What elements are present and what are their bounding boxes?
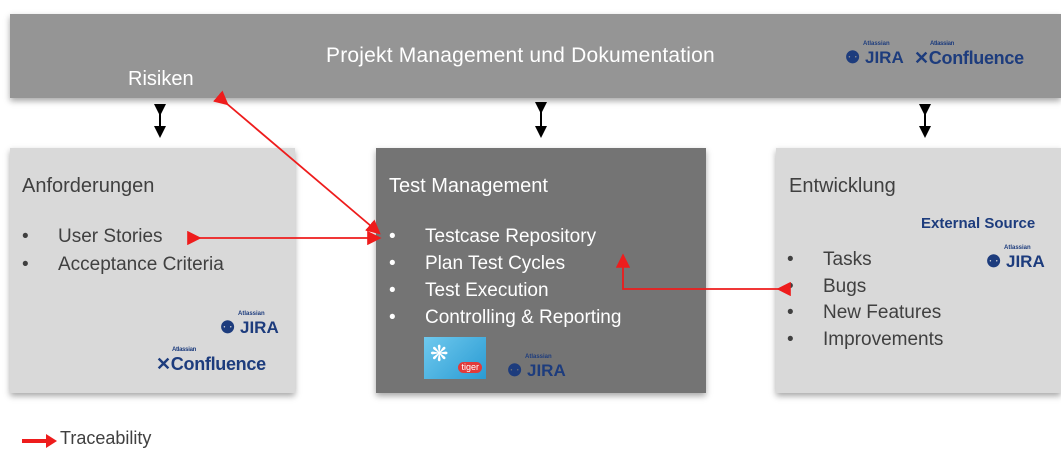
anforderungen-title: Anforderungen [22,175,155,197]
atlassian-label: Atlassian [863,41,890,47]
external-source-label: External Source [921,215,1036,232]
list-item-label: User Stories [58,226,163,247]
atlassian-label: Atlassian [238,311,265,317]
list-item-label: New Features [823,302,942,323]
jira-logo-anforderungen: Atlassian ⚉ JIRA [220,311,279,338]
atlassian-label: Atlassian [930,41,954,47]
top-band [10,14,1061,98]
top-band-title: Projekt Management und Dokumentation [326,44,715,67]
test-management-title: Test Management [389,175,548,197]
jira-label: JIRA [239,318,279,337]
list-item-label: Testcase Repository [425,226,597,247]
legend-label: Traceability [60,428,152,448]
trace-bugs-testcycles [615,253,791,297]
trace-risiken-testcase [213,90,381,235]
bullet: • [22,226,29,247]
confluence-icon: ✕ [914,48,929,68]
jira-label: JIRA [526,361,566,380]
bullet: • [389,280,396,301]
list-item-label: Plan Test Cycles [425,253,566,274]
jira-label: JIRA [864,48,904,67]
confluence-logo-top: Atlassian ✕Confluence [914,41,1024,69]
list-item-label: Test Execution [425,280,549,301]
confluence-logo-anforderungen: Atlassian ✕Confluence [156,347,266,375]
confluence-label: Confluence [170,354,266,374]
tiger-label: tiger [458,362,482,373]
jira-icon: ⚉ [986,252,1002,271]
list-item-label: Improvements [823,329,944,350]
list-item-label: Bugs [823,276,867,297]
tiger-icon: ❋ [430,341,449,366]
atlassian-label: Atlassian [172,347,196,353]
bullet: • [389,253,396,274]
bullet: • [389,307,396,328]
bullet: • [389,226,396,247]
jira-icon: ⚉ [220,318,236,337]
entwicklung-title: Entwicklung [789,175,896,197]
atlassian-label: Atlassian [1004,245,1031,251]
list-item-label: Acceptance Criteria [58,254,224,275]
tiger-logo: ❋ tiger [424,337,486,379]
bullet: • [787,329,794,350]
bullet: • [787,302,794,323]
list-item-label: Controlling & Reporting [425,307,622,328]
jira-icon: ⚉ [845,48,861,67]
entwicklung-box [776,148,1061,393]
atlassian-label: Atlassian [525,354,552,360]
confluence-icon: ✕ [156,354,171,374]
list-item-label: Tasks [823,249,872,270]
jira-logo-entwicklung: Atlassian ⚉ JIRA [986,245,1045,272]
jira-icon: ⚉ [507,361,523,380]
jira-logo-test-management: Atlassian ⚉ JIRA [507,354,566,381]
bullet: • [22,254,29,275]
jira-logo-top: Atlassian ⚉ JIRA [845,41,904,68]
jira-label: JIRA [1005,252,1045,271]
confluence-label: Confluence [928,48,1024,68]
legend-arrow-icon [22,434,57,448]
risiken-label: Risiken [128,68,194,90]
